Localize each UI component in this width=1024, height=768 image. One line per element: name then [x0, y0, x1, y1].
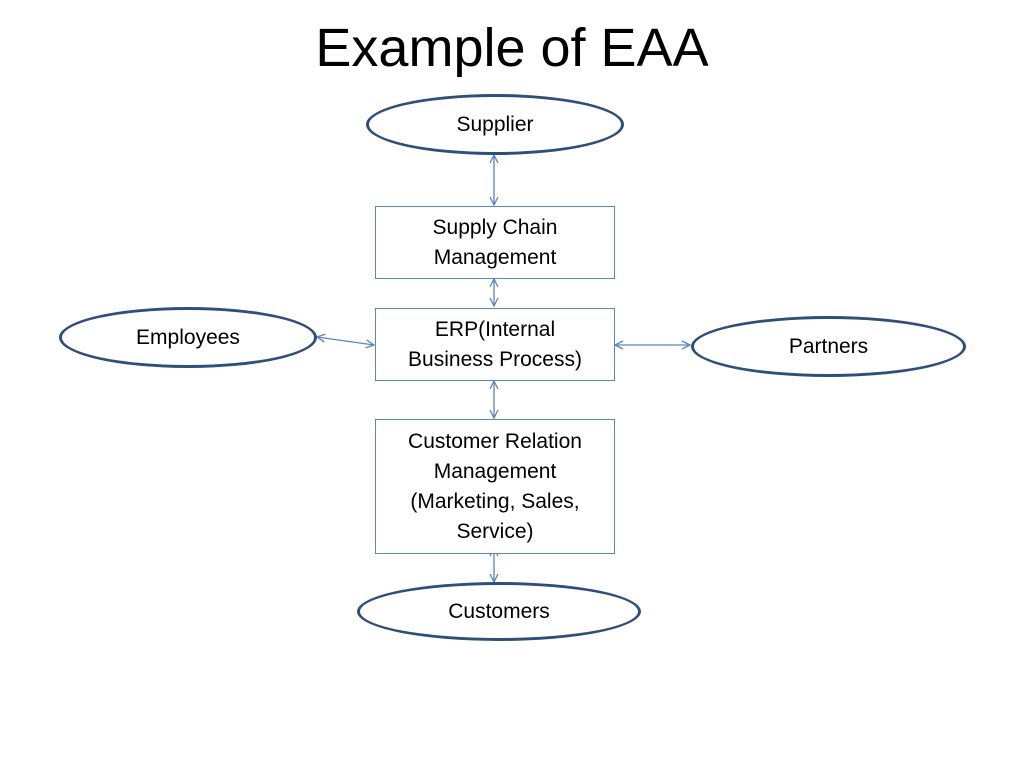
supplier-node: Supplier	[366, 94, 624, 155]
employees-node: Employees	[59, 307, 317, 368]
erp-line-2: Business Process)	[408, 347, 582, 371]
crm-line-4: Service)	[456, 519, 534, 543]
crm-label: Customer Relation Management (Marketing,…	[408, 427, 582, 547]
partners-label: Partners	[788, 334, 869, 358]
erp-node: ERP(Internal Business Process)	[375, 308, 615, 381]
customer-relation-management-node: Customer Relation Management (Marketing,…	[375, 419, 615, 554]
page-title: Example of EAA	[315, 18, 709, 78]
employees-label: Employees	[136, 325, 240, 349]
customers-label: Customers	[448, 599, 550, 623]
scm-line-2: Management	[433, 245, 557, 269]
crm-line-1: Customer Relation	[408, 429, 582, 453]
partners-node: Partners	[691, 316, 966, 377]
crm-line-3: (Marketing, Sales,	[410, 489, 580, 513]
supply-chain-management-label: Supply Chain Management	[433, 213, 558, 273]
erp-line-1: ERP(Internal	[434, 317, 556, 341]
arrow-employees-erp	[317, 337, 374, 345]
supply-chain-management-node: Supply Chain Management	[375, 206, 615, 279]
customers-node: Customers	[357, 582, 641, 641]
erp-label: ERP(Internal Business Process)	[408, 315, 582, 375]
supplier-label: Supplier	[456, 112, 534, 136]
scm-line-1: Supply Chain	[432, 215, 558, 239]
crm-line-2: Management	[433, 459, 557, 483]
